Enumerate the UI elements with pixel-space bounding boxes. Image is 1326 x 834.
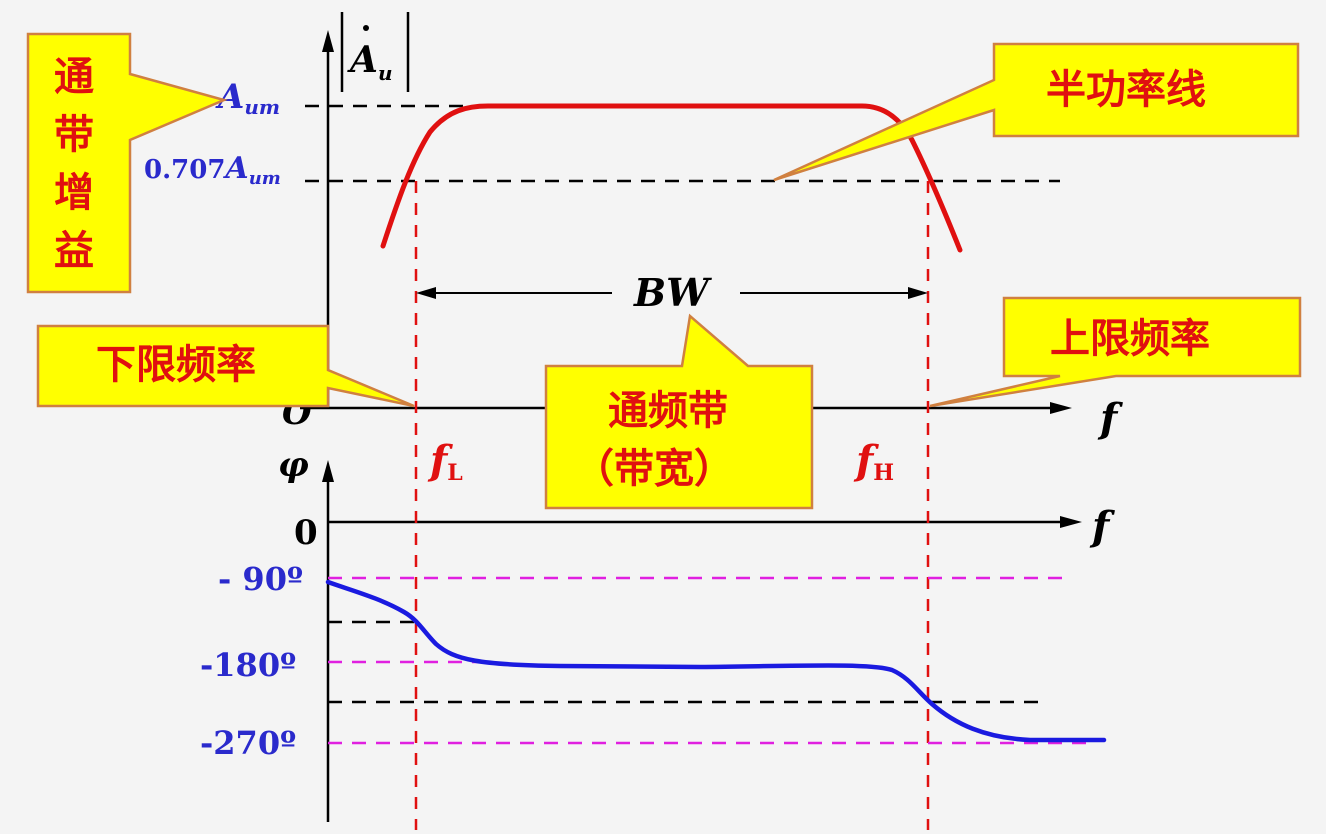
bw-label: BW [633,270,712,315]
callout-upper-cutoff-text: 上限频率 [1050,316,1210,362]
reference-lines [305,104,1090,830]
callout-lower-cutoff-text: 下限频率 [96,342,256,388]
bw-arrow-right-head [908,287,928,299]
tick-minus180: -180º [200,646,296,684]
callout-passband-gain-char3: 增 [54,170,94,216]
amplitude-curve [380,103,963,253]
fl-label: fL [427,437,463,486]
callout-half-power-text: 半功率线 [1046,67,1206,113]
callout-passband-line2: （带宽） [574,446,734,492]
callout-upper-cutoff: 上限频率 [929,296,1302,408]
amp-y-label: Au [347,39,392,85]
callout-passband-gain: 通 带 增 益 [26,32,228,294]
phase-x-label: f [1089,503,1115,550]
phase-x-arrow [1060,516,1082,528]
aum707-label: 0.707Aum [144,151,281,189]
level-labels: Aum 0.707Aum [144,77,281,189]
phase-axes [322,460,1082,822]
phase-zero-label: 0 [294,513,318,553]
bw-arrow-left-head [416,287,436,299]
callout-passband: 通频带 （带宽） [544,313,814,510]
aum-label: Aum [215,77,280,119]
callout-half-power-line: 半功率线 [773,42,1300,182]
amp-x-label: f [1097,395,1123,442]
phase-curve [325,579,1107,743]
fh-label: fH [853,437,894,486]
bandwidth-arrow: BW [416,270,928,315]
callout-passband-line1: 通频带 [608,388,728,434]
callout-passband-gain-char4: 益 [54,228,94,274]
callout-half-power-shape [773,42,1300,182]
callout-passband-shape [544,313,814,510]
phasor-dot [363,25,369,31]
phase-y-label: φ [278,445,309,485]
tick-minus270: -270º [200,724,296,762]
amp-x-arrow [1050,402,1072,414]
amp-y-arrow [322,30,334,52]
callout-lower-cutoff: 下限频率 [36,324,415,408]
phase-y-arrow [322,460,334,482]
callout-passband-gain-char2: 带 [54,112,94,158]
callout-passband-gain-shape [26,32,228,294]
callout-lower-cutoff-shape [36,324,415,408]
callout-upper-cutoff-shape [929,296,1302,408]
tick-minus90: - 90º [218,560,303,598]
callout-passband-gain-char1: 通 [54,54,94,100]
